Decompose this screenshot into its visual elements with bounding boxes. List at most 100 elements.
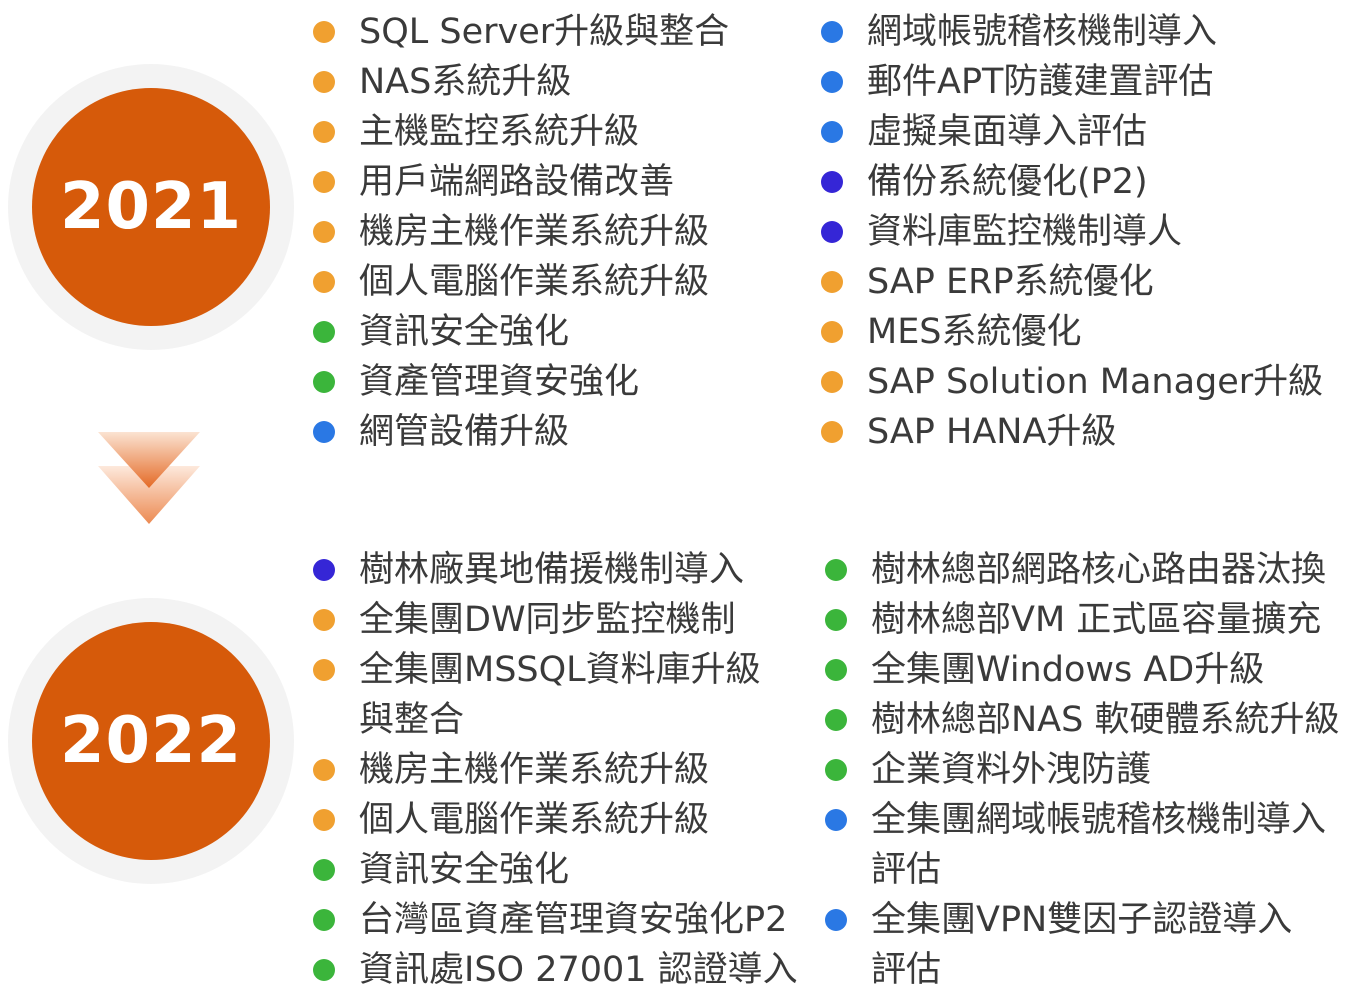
bullet-dot-blue xyxy=(821,21,843,43)
list-item-text: 樹林總部VM 正式區容量擴充 xyxy=(871,600,1322,640)
bullet-dot-orange xyxy=(313,271,335,293)
bullet-dot-purple xyxy=(821,221,843,243)
list-item: 虛擬桌面導入評估 xyxy=(821,107,1323,157)
list-item: 網域帳號稽核機制導入 xyxy=(821,7,1323,57)
bullet-dot-green xyxy=(825,609,847,631)
bullet-dot-blue xyxy=(821,121,843,143)
list-item-text: 備份系統優化(P2) xyxy=(867,162,1148,202)
bullet-dot-green xyxy=(825,659,847,681)
list-item: 樹林總部VM 正式區容量擴充 xyxy=(825,595,1339,645)
list-item-text: 資料庫監控機制導人 xyxy=(867,212,1183,252)
bullet-dot-orange xyxy=(313,221,335,243)
list-item-text: 用戶端網路設備改善 xyxy=(359,162,675,202)
list-item: 網管設備升級 xyxy=(313,407,729,457)
list-item: SQL Server升級與整合 xyxy=(313,7,729,57)
list-item: 個人電腦作業系統升級 xyxy=(313,795,798,845)
bullet-dot-green xyxy=(825,759,847,781)
list-2022-right: 樹林總部網路核心路由器汰換樹林總部VM 正式區容量擴充全集團Windows AD… xyxy=(825,545,1339,995)
list-2021-right: 網域帳號稽核機制導入郵件APT防護建置評估虛擬桌面導入評估備份系統優化(P2) 資… xyxy=(821,7,1323,457)
list-item-text: SAP Solution Manager升級 xyxy=(867,362,1324,402)
bullet-dot-green xyxy=(313,959,335,981)
list-item-text: 全集團MSSQL資料庫升級 xyxy=(359,650,761,690)
list-item: 備份系統優化(P2) xyxy=(821,157,1323,207)
list-item-text: 樹林總部網路核心路由器汰換 xyxy=(871,550,1327,590)
year-circle-2021: 2021 xyxy=(8,64,294,350)
list-item-text: MES系統優化 xyxy=(867,312,1082,352)
bullet-dot-orange xyxy=(313,809,335,831)
bullet-dot-orange xyxy=(313,171,335,193)
bullet-dot-orange xyxy=(313,659,335,681)
list-item: 全集團MSSQL資料庫升級與整合 xyxy=(313,645,798,745)
year-label-2021: 2021 xyxy=(32,88,270,326)
list-item: 個人電腦作業系統升級 xyxy=(313,257,729,307)
list-item-text: 網管設備升級 xyxy=(359,412,570,452)
bullet-dot-purple xyxy=(313,559,335,581)
list-item: 企業資料外洩防護 xyxy=(825,745,1339,795)
list-item-text-continued: 評估 xyxy=(871,950,942,990)
list-item-text: 全集團Windows AD升級 xyxy=(871,650,1265,690)
list-item-text: 網域帳號稽核機制導入 xyxy=(867,12,1218,52)
list-item: MES系統優化 xyxy=(821,307,1323,357)
list-item-text: 資訊處ISO 27001 認證導入 xyxy=(359,950,798,990)
list-item-text: 郵件APT防護建置評估 xyxy=(867,62,1214,102)
chevron-down-icon xyxy=(98,432,200,524)
list-item-text: 樹林總部NAS 軟硬體系統升級 xyxy=(871,700,1340,740)
bullet-dot-blue xyxy=(825,809,847,831)
list-item-text-continued: 評估 xyxy=(871,850,942,890)
year-label-2022: 2022 xyxy=(32,622,270,860)
list-item: 資產管理資安強化 xyxy=(313,357,729,407)
bullet-dot-orange xyxy=(313,71,335,93)
list-item-text: 個人電腦作業系統升級 xyxy=(359,262,710,302)
bullet-dot-blue xyxy=(825,909,847,931)
list-item: 資訊處ISO 27001 認證導入 xyxy=(313,945,798,995)
list-item: SAP ERP系統優化 xyxy=(821,257,1323,307)
list-item: 主機監控系統升級 xyxy=(313,107,729,157)
bullet-dot-blue xyxy=(313,421,335,443)
list-item: 全集團DW同步監控機制 xyxy=(313,595,798,645)
list-item: 台灣區資產管理資安強化P2 xyxy=(313,895,798,945)
bullet-dot-green xyxy=(313,859,335,881)
list-item: 全集團VPN雙因子認證導入評估 xyxy=(825,895,1339,995)
list-item: 全集團Windows AD升級 xyxy=(825,645,1339,695)
bullet-dot-green xyxy=(313,321,335,343)
list-item: 樹林廠異地備援機制導入 xyxy=(313,545,798,595)
bullet-dot-orange xyxy=(313,609,335,631)
list-item-text: SAP HANA升級 xyxy=(867,412,1117,452)
bullet-dot-orange xyxy=(313,121,335,143)
list-item-text-continued: 與整合 xyxy=(359,700,465,740)
list-item: 郵件APT防護建置評估 xyxy=(821,57,1323,107)
bullet-dot-orange xyxy=(313,21,335,43)
list-item-text: SAP ERP系統優化 xyxy=(867,262,1154,302)
list-item: SAP Solution Manager升級 xyxy=(821,357,1323,407)
list-item: NAS系統升級 xyxy=(313,57,729,107)
list-item: 資料庫監控機制導人 xyxy=(821,207,1323,257)
list-item: 機房主機作業系統升級 xyxy=(313,207,729,257)
bullet-dot-orange xyxy=(821,371,843,393)
list-item-text: 樹林廠異地備援機制導入 xyxy=(359,550,745,590)
list-item: 樹林總部網路核心路由器汰換 xyxy=(825,545,1339,595)
bullet-dot-green xyxy=(313,371,335,393)
bullet-dot-green xyxy=(313,909,335,931)
list-item: SAP HANA升級 xyxy=(821,407,1323,457)
list-item: 機房主機作業系統升級 xyxy=(313,745,798,795)
list-item: 樹林總部NAS 軟硬體系統升級 xyxy=(825,695,1339,745)
list-item-text: 虛擬桌面導入評估 xyxy=(867,112,1148,152)
year-circle-2022: 2022 xyxy=(8,598,294,884)
list-item: 用戶端網路設備改善 xyxy=(313,157,729,207)
list-item-text: 主機監控系統升級 xyxy=(359,112,640,152)
bullet-dot-blue xyxy=(821,71,843,93)
list-item-text: 企業資料外洩防護 xyxy=(871,750,1152,790)
bullet-dot-purple xyxy=(821,171,843,193)
list-item-text: 全集團VPN雙因子認證導入 xyxy=(871,900,1293,940)
list-item-text: 資產管理資安強化 xyxy=(359,362,640,402)
list-item-text: 全集團DW同步監控機制 xyxy=(359,600,736,640)
list-item: 資訊安全強化 xyxy=(313,307,729,357)
bullet-dot-orange xyxy=(821,321,843,343)
bullet-dot-orange xyxy=(821,271,843,293)
bullet-dot-orange xyxy=(821,421,843,443)
list-item-text: 個人電腦作業系統升級 xyxy=(359,800,710,840)
list-item-text: 機房主機作業系統升級 xyxy=(359,750,710,790)
bullet-dot-green xyxy=(825,709,847,731)
list-item: 資訊安全強化 xyxy=(313,845,798,895)
